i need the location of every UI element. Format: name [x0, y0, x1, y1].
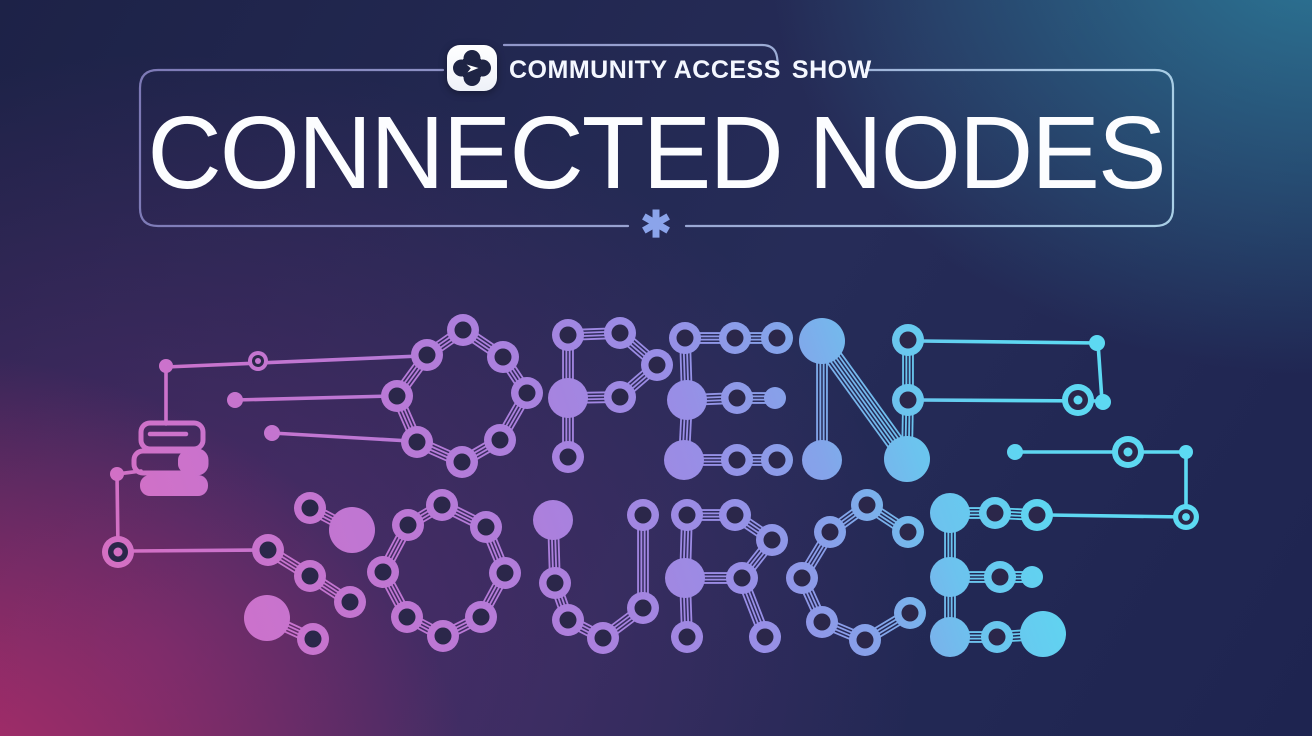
- page-title: CONNECTED NODES: [147, 95, 1166, 210]
- frame-right-path: [684, 68, 1175, 228]
- badge-label-bold: SHOW: [791, 56, 872, 84]
- letter-O: [367, 489, 521, 652]
- letter-U: [533, 499, 659, 654]
- letter-R: [665, 499, 788, 653]
- frame-notch-path: [502, 43, 780, 66]
- badge-label: COMMUNITY ACCESS: [509, 56, 781, 84]
- letter-S: [244, 492, 375, 655]
- word-open: [381, 314, 930, 482]
- asterisk-divider: ✱: [640, 204, 672, 245]
- letter-N: [799, 318, 930, 482]
- letter-E: [664, 322, 793, 480]
- word-source: [244, 489, 1066, 657]
- community-blob-arrow-icon: [447, 45, 497, 91]
- letter-C: [786, 489, 926, 656]
- letter-E: [930, 493, 1066, 657]
- letter-O: [381, 314, 543, 478]
- frame-left-path: [138, 68, 630, 228]
- server-stack-icon: [131, 420, 209, 496]
- decor-traces: [102, 335, 1199, 568]
- letter-P: [548, 317, 673, 473]
- badge: COMMUNITY ACCESS SHOW: [509, 57, 872, 83]
- title-frame: [138, 43, 1175, 228]
